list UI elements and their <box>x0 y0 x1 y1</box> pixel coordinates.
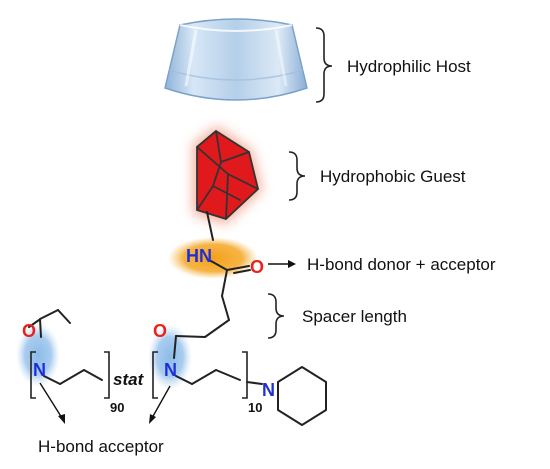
acceptor-arrow-right <box>151 385 171 419</box>
spacer-length-label: Spacer length <box>302 307 407 326</box>
right-nitrogen: N <box>164 360 177 380</box>
left-bracket-close <box>104 351 110 399</box>
left-nitrogen: N <box>33 360 46 380</box>
hbond-donor-acceptor-label: H-bond donor + acceptor <box>307 255 496 274</box>
acceptor-arrow-left <box>39 382 63 419</box>
hbond-donor-acceptor-halo <box>168 237 258 279</box>
acceptor-arrowhead-right <box>149 414 156 424</box>
piperidine-nitrogen: N <box>262 380 275 400</box>
acceptor-arrowhead-left <box>58 414 65 424</box>
repeat-90: 90 <box>110 400 124 415</box>
right-acceptor-halo <box>148 324 192 390</box>
hbond-acceptor-label: H-bond acceptor <box>38 437 164 456</box>
hydrophilic-host-label: Hydrophilic Host <box>347 57 471 76</box>
stat-label: stat <box>113 370 145 389</box>
spacer-brace <box>267 293 285 339</box>
amide-nitrogen: HN <box>186 246 212 266</box>
terminal-bond <box>246 381 263 385</box>
right-unit-bonds <box>173 335 241 385</box>
amide-oxygen: O <box>250 257 264 277</box>
left-bracket-open <box>30 351 36 399</box>
repeat-10: 10 <box>248 400 262 415</box>
right-bracket-open <box>152 351 158 399</box>
left-acceptor-halo <box>16 323 60 387</box>
cyclodextrin-cup-icon <box>164 18 308 101</box>
right-bracket-close <box>242 351 248 399</box>
linker-bonds <box>204 211 251 338</box>
left-unit-bonds <box>28 309 103 385</box>
right-carbonyl-oxygen: O <box>153 321 167 341</box>
host-brace <box>315 27 333 103</box>
left-carbonyl-oxygen: O <box>22 321 36 341</box>
hydrophobic-guest-label: Hydrophobic Guest <box>320 167 466 186</box>
hbond-arrowhead <box>288 260 296 268</box>
piperidine-ring: N <box>262 366 327 426</box>
adamantane-icon <box>193 126 262 224</box>
guest-brace <box>288 151 306 201</box>
